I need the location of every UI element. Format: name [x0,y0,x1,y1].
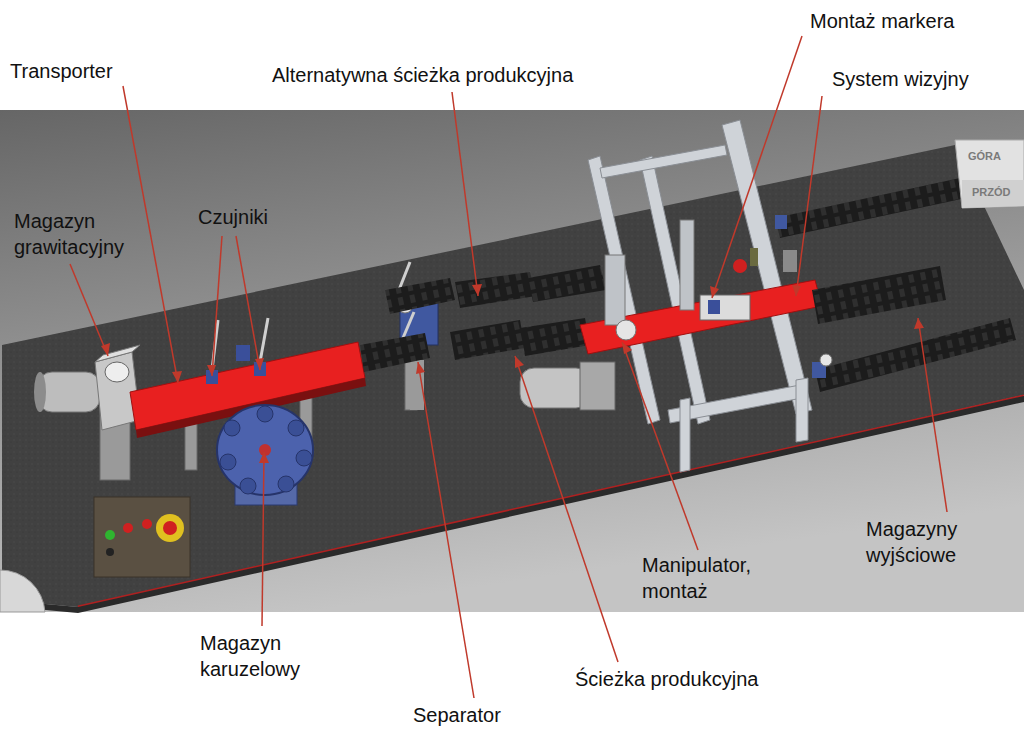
leader-line [70,36,947,698]
callout-label: System wizyjny [832,66,969,92]
chain-conveyor [520,318,590,356]
view-cube-face [962,180,1024,208]
chain-conveyor [455,272,536,308]
output-stopper [775,215,826,378]
callout-label: Alternatywna ścieżka produkcyjna [272,62,573,88]
callout-label: Ścieżka produkcyjna [575,666,758,692]
callout-label: Czujniki [198,204,268,230]
chain-conveyor [528,265,606,302]
callout-label: Transporter [10,58,113,84]
motor [34,372,100,412]
output-magazine [815,318,1016,392]
view-cube-label: PRZÓD [972,186,1011,198]
callout-label: Magazyn grawitacyjny [14,208,164,260]
callout-label: Magazyny wyjściowe [866,516,1016,568]
motor [520,362,615,410]
output-magazine [812,266,946,324]
compass [0,570,45,612]
view-cube-label: GÓRA [968,150,1001,162]
callout-label: Manipulator, montaż [642,552,802,604]
control-panel [94,497,190,577]
background [0,110,1024,612]
carousel-magazine [217,405,313,505]
output-roller [820,354,832,366]
table [2,145,1024,607]
gravity-magazine [95,345,140,430]
output-magazine [775,178,966,238]
leader-head [101,284,924,463]
chain-conveyor [385,278,455,314]
view-cube [955,140,1024,208]
callout-label: Separator [413,702,501,728]
manipulator [605,220,797,340]
chain-conveyor [450,320,525,360]
callout-label: Montaż markera [810,8,955,34]
callout-label: Magazyn karuzelowy [200,630,350,682]
